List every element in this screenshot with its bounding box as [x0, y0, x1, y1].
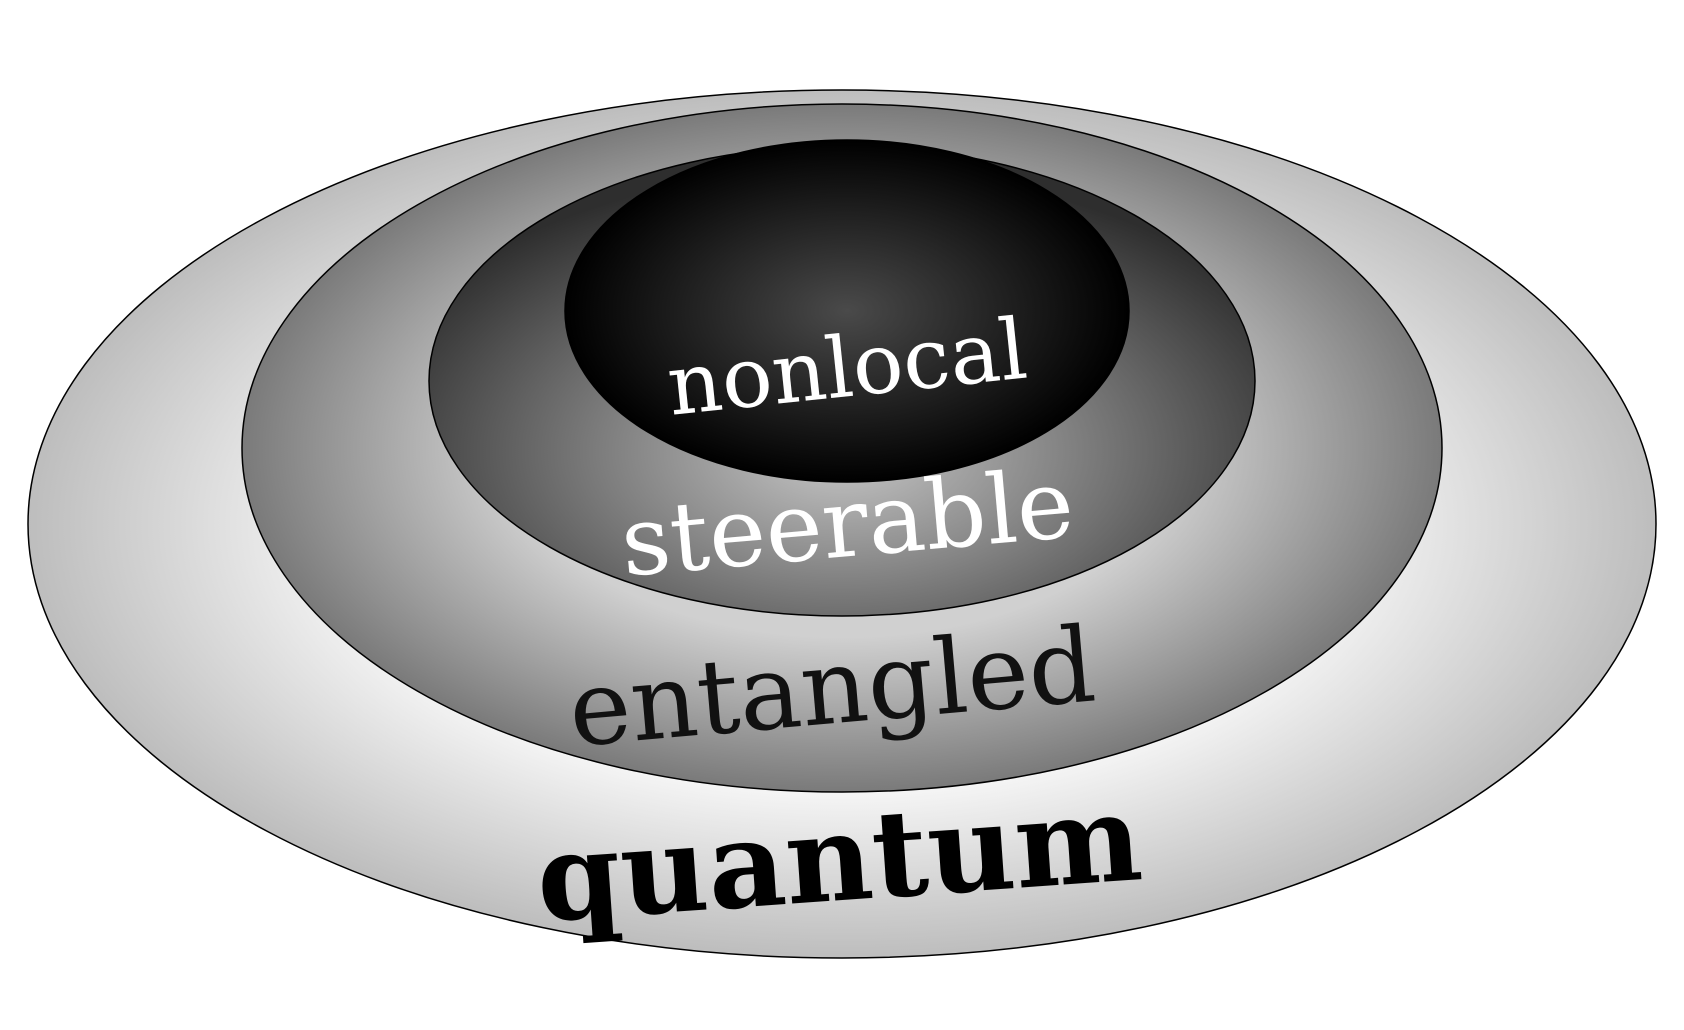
nonlocal-region [564, 139, 1130, 483]
